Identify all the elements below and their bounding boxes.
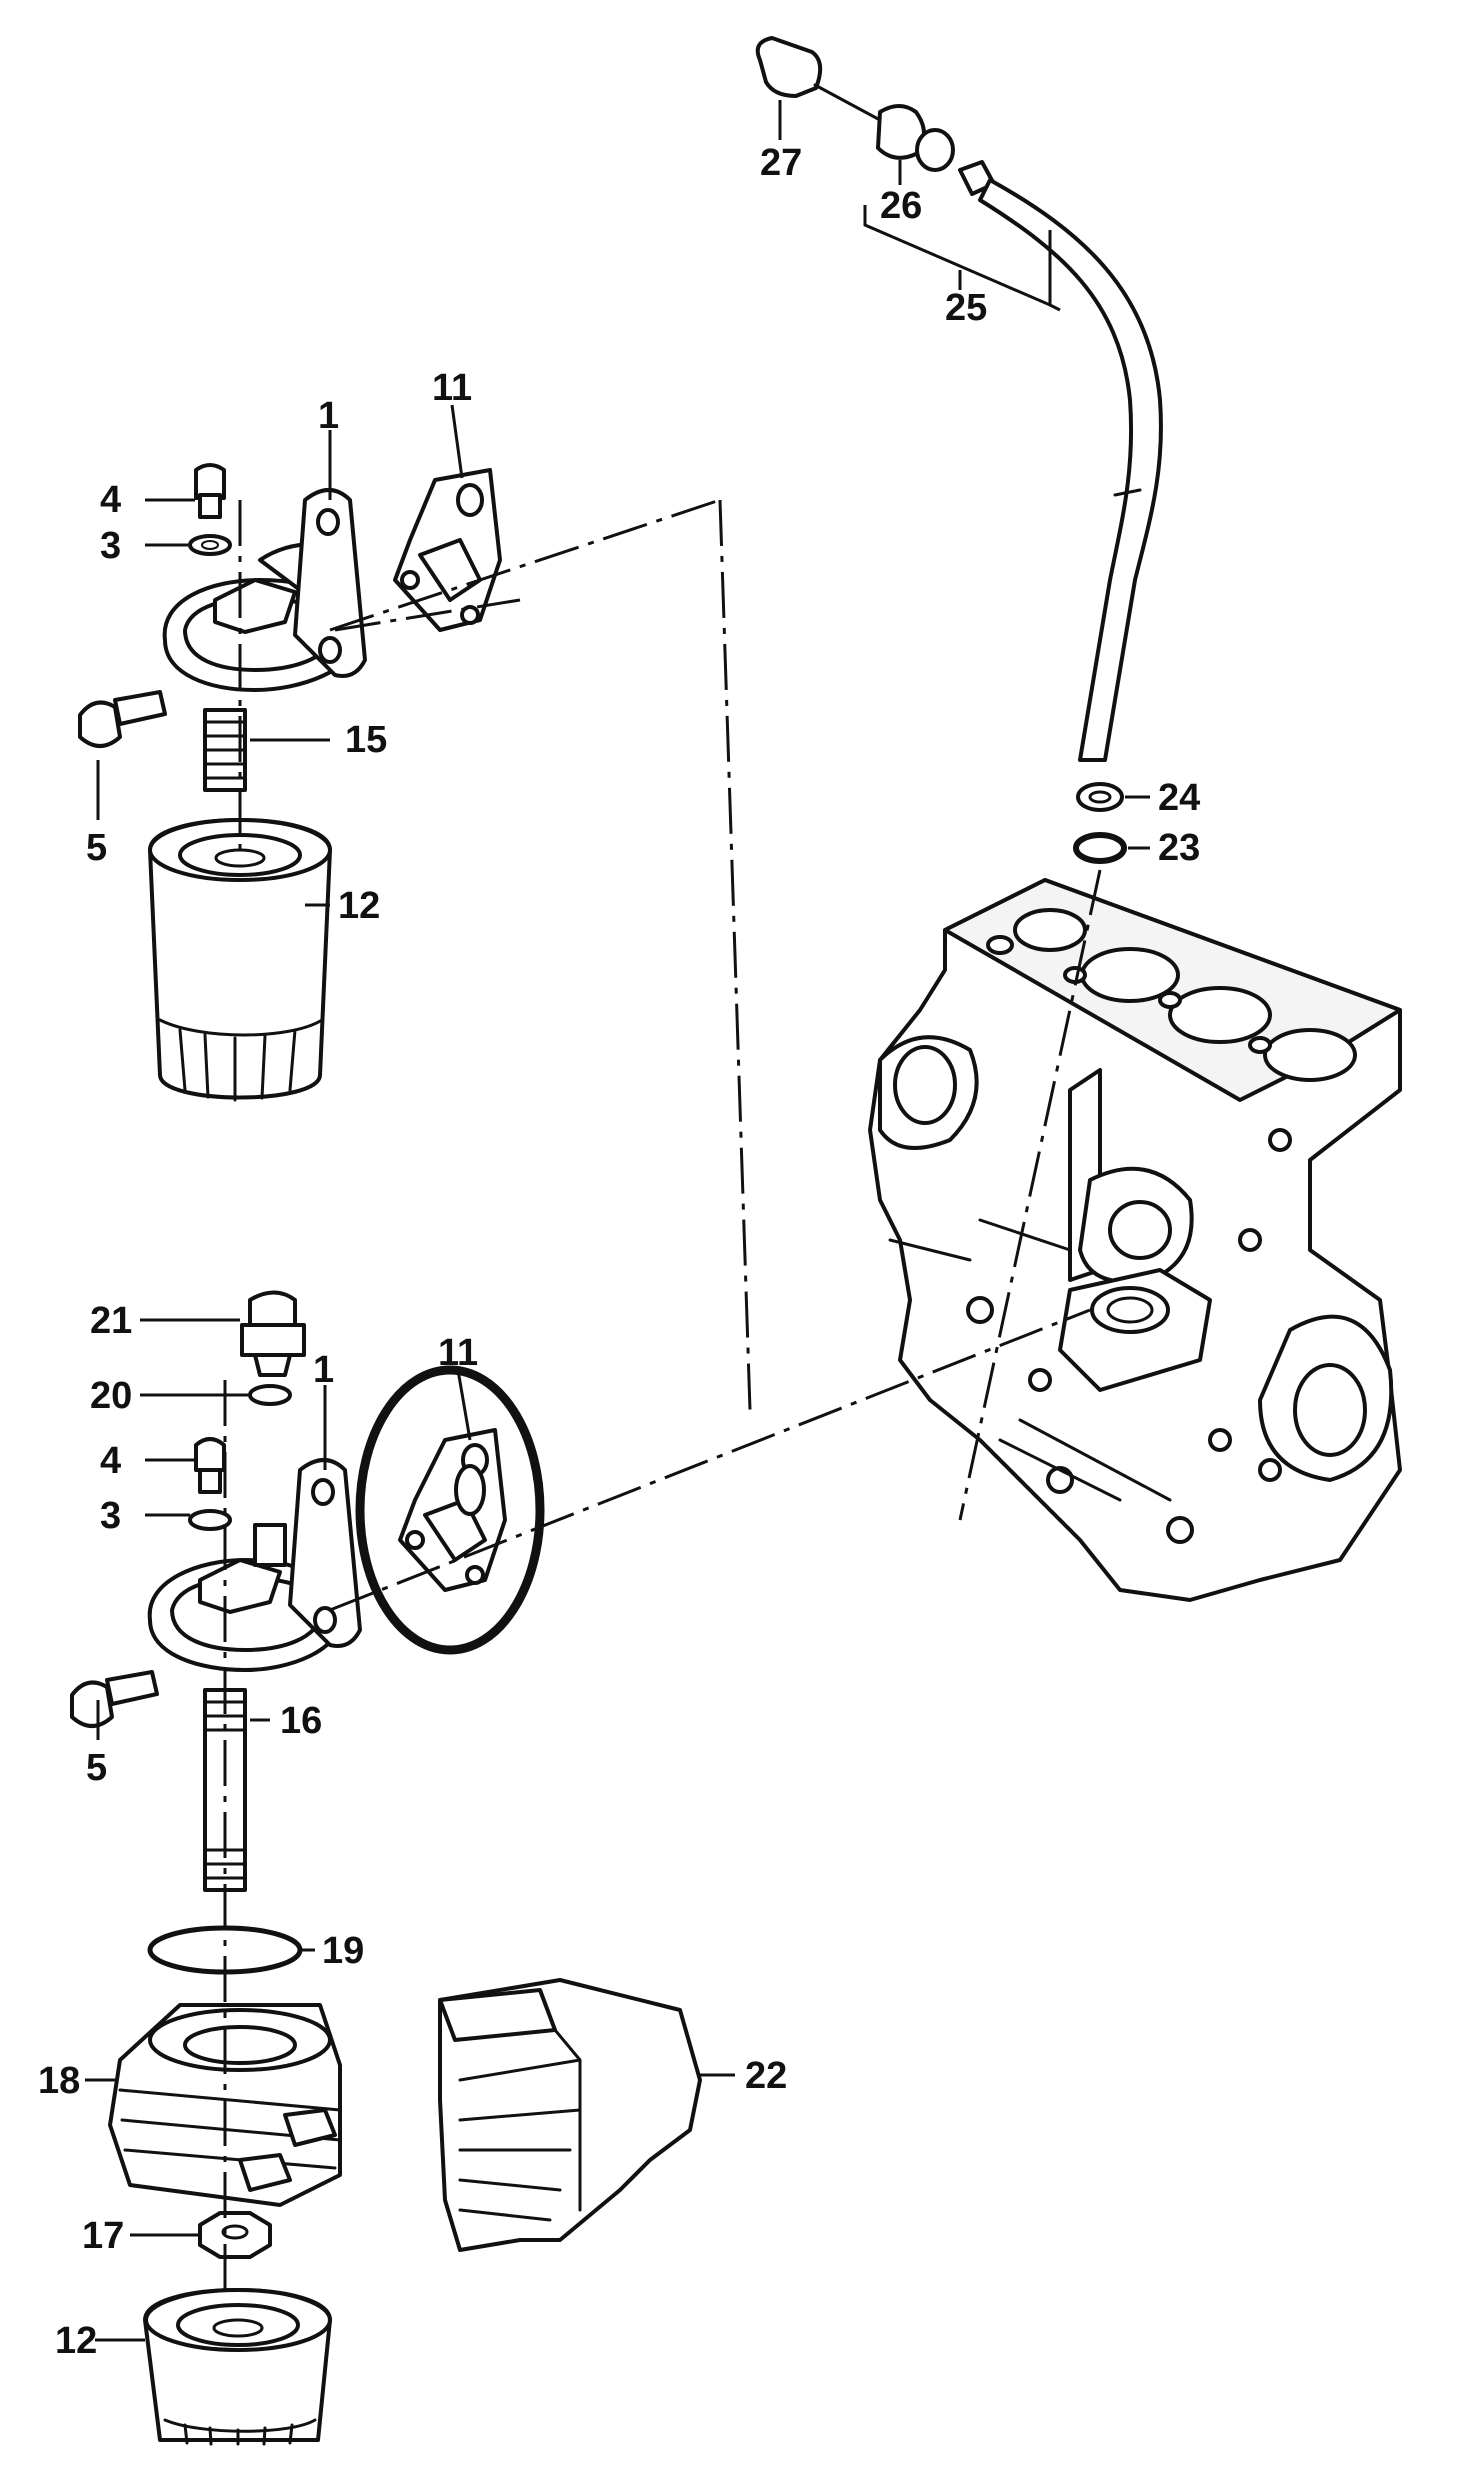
callout-11-lower: 11 — [438, 1332, 478, 1374]
callout-16: 16 — [280, 1700, 322, 1742]
callout-12-upper: 12 — [338, 885, 380, 927]
leader-lines — [85, 404, 735, 2342]
callout-23: 23 — [1158, 827, 1200, 869]
callout-17: 17 — [82, 2215, 124, 2257]
bolt-5-lower — [70, 1680, 114, 1728]
callout-labels: 1 4 3 5 11 15 12 21 20 1 4 3 11 5 16 19 … — [38, 142, 1200, 2362]
callout-27: 27 — [760, 142, 802, 184]
callout-3-upper: 3 — [100, 525, 121, 567]
threaded-nipple-16 — [203, 1688, 247, 1892]
bolt-4-upper — [194, 463, 226, 500]
highlight-circle — [355, 1365, 545, 1655]
filter-group-lower — [70, 1290, 545, 2446]
seal-rings-23-24 — [1073, 782, 1150, 864]
callout-11-upper: 11 — [432, 367, 472, 409]
callout-18: 18 — [38, 2060, 80, 2102]
heat-shield-22 — [438, 1978, 702, 2252]
callout-5-upper: 5 — [86, 827, 107, 869]
callout-19: 19 — [322, 1930, 364, 1972]
callout-1-upper: 1 — [318, 395, 339, 437]
callout-1-lower: 1 — [313, 1349, 334, 1391]
callout-4-upper: 4 — [100, 479, 121, 521]
callout-3-lower: 3 — [100, 1495, 121, 1537]
callout-5-lower: 5 — [86, 1747, 107, 1789]
callout-12-lower: 12 — [55, 2320, 97, 2362]
oil-pressure-sender-21 — [248, 1290, 297, 1327]
filter-group-upper — [78, 463, 502, 1102]
washer-3-lower — [188, 1509, 232, 1531]
washer-20 — [248, 1384, 292, 1406]
dipstick-assembly — [755, 36, 1163, 762]
callout-24: 24 — [1158, 777, 1200, 819]
callout-20: 20 — [90, 1375, 132, 1417]
dipstick-guide-tube — [978, 178, 1163, 762]
bolt-5-upper — [78, 700, 122, 748]
callout-21: 21 — [90, 1300, 132, 1342]
dipstick-handle — [755, 36, 823, 98]
callout-22: 22 — [745, 2055, 787, 2097]
cylinder-bore — [1013, 908, 1087, 952]
callout-26: 26 — [880, 185, 922, 227]
callout-25: 25 — [945, 287, 987, 329]
mounting-bracket-lower — [288, 1458, 362, 1648]
callout-15: 15 — [345, 719, 387, 761]
callout-4-lower: 4 — [100, 1440, 121, 1482]
seal-ring-23 — [1073, 832, 1127, 864]
engine-block — [868, 878, 1402, 1602]
bolt-4-lower — [194, 1437, 226, 1472]
